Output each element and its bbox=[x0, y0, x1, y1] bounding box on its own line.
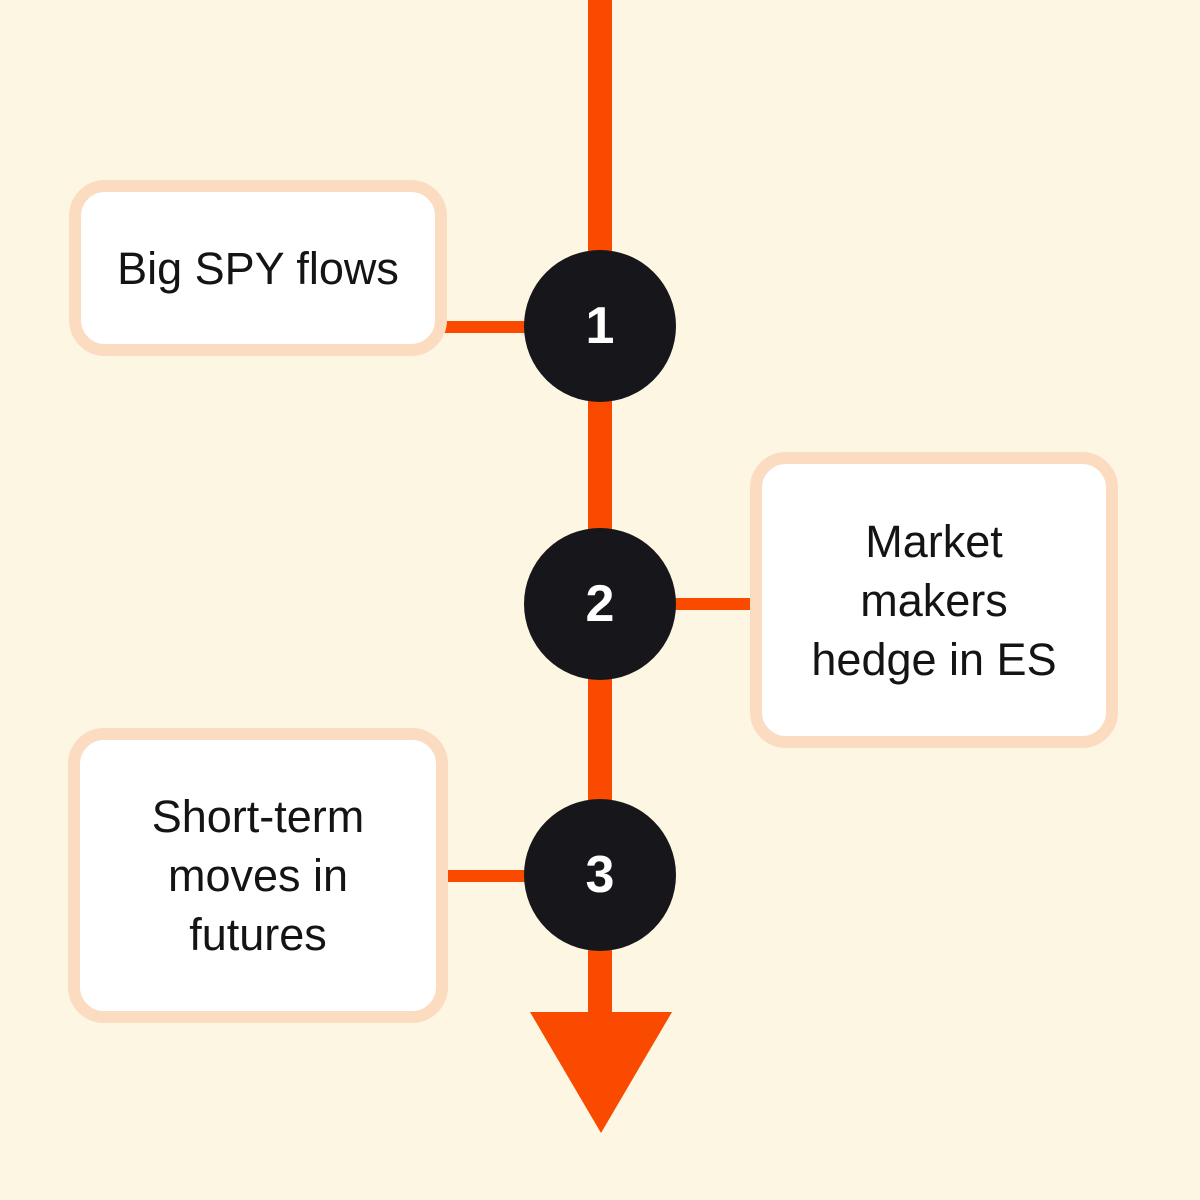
connector-step-3 bbox=[435, 870, 535, 882]
step-3-label-card: Short-term moves in futures bbox=[68, 728, 448, 1023]
step-2-label-card: Market makers hedge in ES bbox=[750, 452, 1118, 748]
step-2-node: 2 bbox=[524, 528, 676, 680]
flow-arrowhead-icon bbox=[530, 1012, 672, 1133]
connector-step-2 bbox=[665, 598, 765, 610]
step-3-node: 3 bbox=[524, 799, 676, 951]
step-2-number: 2 bbox=[585, 575, 615, 633]
step-1-label: Big SPY flows bbox=[117, 242, 399, 294]
connector-step-1 bbox=[435, 321, 535, 333]
step-3-label: Short-term moves in futures bbox=[151, 791, 365, 960]
step-1-label-card: Big SPY flows bbox=[69, 180, 447, 356]
step-1-node: 1 bbox=[524, 250, 676, 402]
step-1-number: 1 bbox=[585, 297, 615, 355]
step-2-label: Market makers hedge in ES bbox=[811, 515, 1057, 685]
step-3-number: 3 bbox=[585, 846, 615, 904]
